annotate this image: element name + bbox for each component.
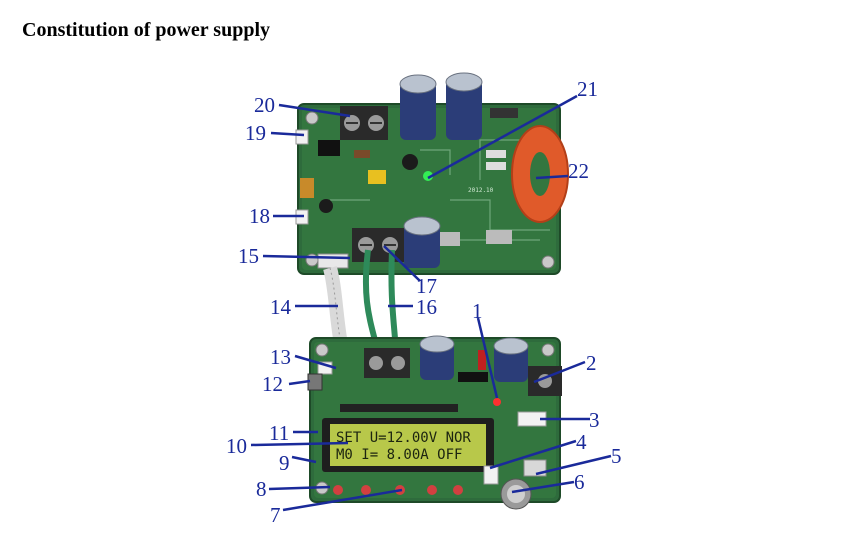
lcd-display: SET U=12.00V NOR M0 I= 8.00A OFF (322, 418, 494, 472)
ribbon-connector-15 (317, 253, 349, 269)
keypad-buttons (333, 485, 463, 495)
callout-6: 6 (574, 470, 585, 494)
callout-16: 16 (416, 295, 437, 319)
callout-22: 22 (568, 159, 589, 183)
callout-9: 9 (279, 451, 290, 475)
page-title: Constitution of power supply (22, 19, 271, 41)
connector-19 (295, 129, 309, 145)
callout-lines (250, 94, 612, 512)
callout-11: 11 (269, 421, 289, 445)
toroid-inductor (511, 125, 569, 223)
callout-7: 7 (270, 503, 281, 527)
callout-1: 1 (472, 299, 483, 323)
callout-5: 5 (611, 444, 622, 468)
input-capacitors (399, 72, 483, 140)
lcd-line-1: SET U=12.00V NOR (336, 430, 471, 446)
control-board: SET U=12.00V NOR M0 I= 8.00A OFF (307, 335, 562, 510)
callout-19: 19 (245, 121, 266, 145)
callout-17: 17 (416, 274, 437, 298)
power-board: 2012.10 (295, 72, 569, 275)
callout-2: 2 (586, 351, 597, 375)
status-led-1 (493, 398, 501, 406)
callout-8: 8 (256, 477, 267, 501)
rotary-encoder-knob (500, 478, 532, 510)
callout-21: 21 (577, 77, 598, 101)
callout-18: 18 (249, 204, 270, 228)
callout-4: 4 (576, 430, 587, 454)
callout-10: 10 (226, 434, 247, 458)
callout-20: 20 (254, 93, 275, 117)
output-terminal-block (352, 228, 406, 262)
callout-labels: 1 2 3 4 5 6 7 8 9 10 11 12 13 14 15 16 1… (226, 77, 622, 527)
switch-4 (483, 465, 499, 485)
input-terminal-block (340, 106, 388, 140)
callout-13: 13 (270, 345, 291, 369)
callout-14: 14 (270, 295, 292, 319)
callout-12: 12 (262, 372, 283, 396)
board-code-text: 2012.10 (468, 187, 494, 194)
callout-3: 3 (589, 408, 600, 432)
callout-15: 15 (238, 244, 259, 268)
lcd-line-2: M0 I= 8.00A OFF (336, 447, 462, 463)
